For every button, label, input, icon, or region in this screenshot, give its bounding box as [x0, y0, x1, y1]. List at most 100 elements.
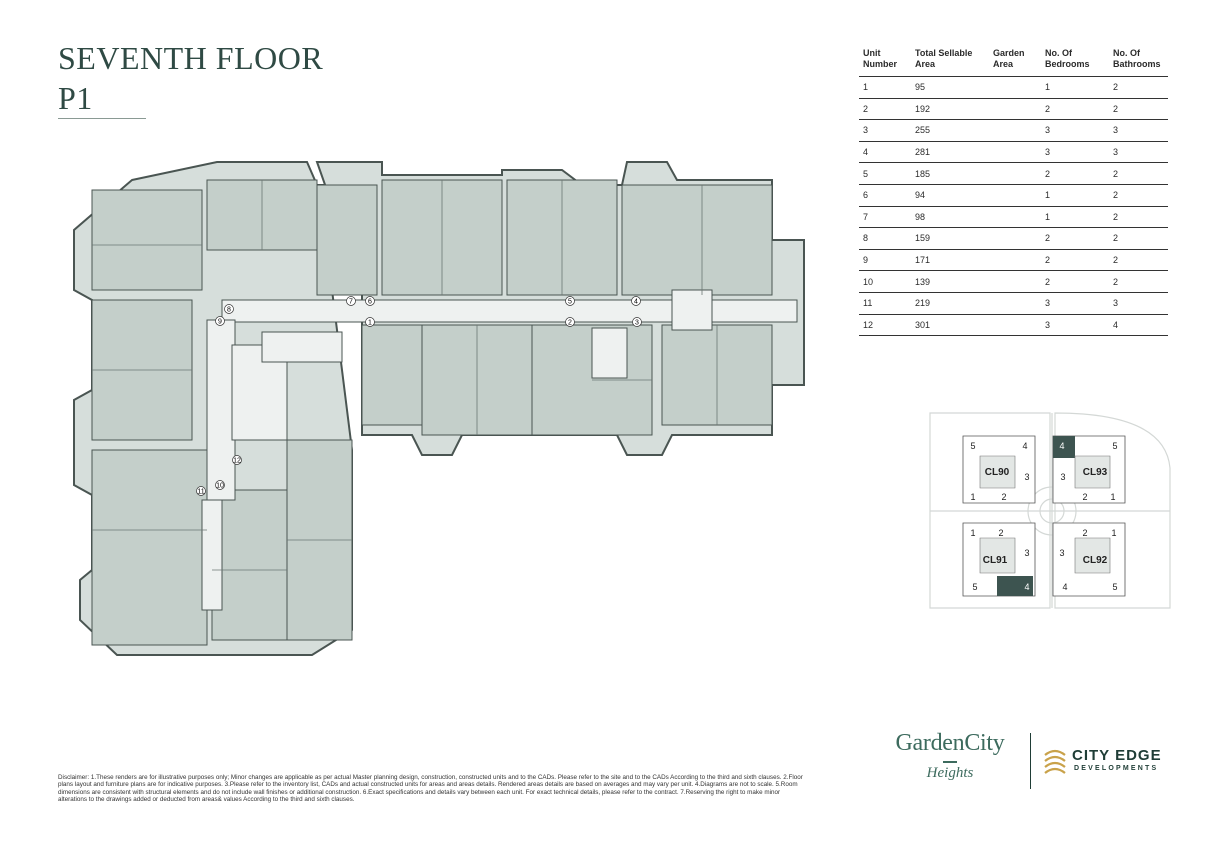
key-unit-number: 1: [1110, 492, 1115, 502]
unit-marker-label: 8: [227, 307, 231, 314]
key-unit-number: 1: [1111, 528, 1116, 538]
key-unit-number: 5: [1112, 441, 1117, 451]
cityedge-mark-icon: [1044, 749, 1066, 774]
unit-marker-label: 1: [368, 320, 372, 327]
unit-block: [316, 184, 378, 296]
key-block-label: CL91: [983, 555, 1008, 566]
header-text: Number: [863, 59, 898, 69]
cell-unit-number: 8: [859, 227, 911, 250]
key-unit-number: 1: [970, 528, 975, 538]
key-block-cl92: CL92 2 1 3 4 5: [1052, 522, 1126, 597]
lower-corridor: [201, 499, 223, 611]
heights-wordmark: Heights: [926, 765, 974, 781]
page-title-line1: SEVENTH FLOOR: [58, 40, 324, 76]
cityedge-logo: CITY EDGE DEVELOPMENTS: [1043, 745, 1173, 785]
developments-wordmark: DEVELOPMENTS: [1074, 765, 1159, 772]
unit-marker-8: 8: [224, 304, 234, 314]
key-block-cl91: CL91 1 2 3 5 4: [962, 522, 1036, 597]
unit-marker-9: 9: [215, 316, 225, 326]
header-text: Area: [993, 59, 1014, 69]
page-title: SEVENTH FLOOR P1: [58, 38, 323, 118]
unit-marker-7: 7: [346, 296, 356, 306]
cell-bedrooms: 3: [1041, 292, 1109, 315]
unit-marker-10: 10: [215, 480, 225, 490]
cityedge-wordmark: CITY EDGE: [1072, 747, 1162, 764]
cell-unit-number: 6: [859, 184, 911, 207]
header-text: Bedrooms: [1045, 59, 1090, 69]
key-plan: CL90 5 4 3 1 2 CL93 4 5 3 2 1 CL91 1 2 3…: [929, 412, 1171, 609]
unit-marker-4: 4: [631, 296, 641, 306]
unit-marker-11: 11: [196, 486, 206, 496]
cell-bedrooms: 1: [1041, 184, 1109, 207]
cell-unit-number: 9: [859, 249, 911, 272]
key-block-label: CL93: [1083, 467, 1108, 478]
core-lifts: [261, 331, 343, 363]
header-text: Bathrooms: [1113, 59, 1161, 69]
key-unit-number: 5: [972, 582, 977, 592]
cell-bathrooms: 4: [1109, 314, 1168, 337]
gardencity-logo: GardenCity Heights: [885, 730, 1015, 782]
main-corridor: [221, 299, 798, 323]
cell-garden-area: [989, 119, 1041, 142]
cell-bedrooms: 1: [1041, 206, 1109, 229]
cell-unit-number: 11: [859, 292, 911, 315]
cell-garden-area: [989, 292, 1041, 315]
cell-bathrooms: 3: [1109, 119, 1168, 142]
key-unit-number: 4: [1024, 582, 1029, 592]
cell-unit-number: 2: [859, 98, 911, 121]
key-unit-number: 5: [970, 441, 975, 451]
cell-garden-area: [989, 76, 1041, 99]
cell-garden-area: [989, 162, 1041, 185]
unit-block: [211, 489, 288, 641]
cell-bathrooms: 3: [1109, 292, 1168, 315]
cell-bedrooms: 2: [1041, 98, 1109, 121]
cell-total-area: 98: [911, 206, 989, 229]
unit-markers: 1 2 3 4 5 6 7 8 9 10 11 12: [196, 296, 642, 496]
unit-block: [91, 189, 203, 291]
corridors: [201, 289, 798, 611]
disclaimer-text: Disclaimer: 1.These renders are for illu…: [58, 774, 803, 804]
cell-total-area: 94: [911, 184, 989, 207]
cell-bathrooms: 2: [1109, 184, 1168, 207]
cell-total-area: 185: [911, 162, 989, 185]
cell-garden-area: [989, 206, 1041, 229]
cell-unit-number: 5: [859, 162, 911, 185]
key-block-label: CL90: [985, 467, 1010, 478]
stair-core: [591, 327, 628, 379]
unit-marker-label: 5: [568, 299, 572, 306]
cell-bedrooms: 2: [1041, 249, 1109, 272]
key-unit-number: 2: [1082, 528, 1087, 538]
unit-marker-label: 7: [349, 299, 353, 306]
floor-plan: 1 2 3 4 5 6 7 8 9 10 11 12: [73, 161, 805, 656]
key-block-cl93: CL93 4 5 3 2 1: [1052, 435, 1126, 504]
key-block-cl90: CL90 5 4 3 1 2: [962, 435, 1036, 504]
cell-unit-number: 4: [859, 141, 911, 164]
cell-total-area: 159: [911, 227, 989, 250]
gardencity-wordmark: GardenCity: [895, 730, 1005, 756]
cell-bedrooms: 2: [1041, 270, 1109, 293]
cell-unit-number: 1: [859, 76, 911, 99]
unit-marker-6: 6: [365, 296, 375, 306]
header-text: Garden: [993, 48, 1025, 58]
unit-marker-5: 5: [565, 296, 575, 306]
cell-bathrooms: 2: [1109, 249, 1168, 272]
unit-marker-2: 2: [565, 317, 575, 327]
key-unit-number: 4: [1059, 441, 1064, 451]
cell-bathrooms: 2: [1109, 98, 1168, 121]
cell-unit-number: 7: [859, 206, 911, 229]
